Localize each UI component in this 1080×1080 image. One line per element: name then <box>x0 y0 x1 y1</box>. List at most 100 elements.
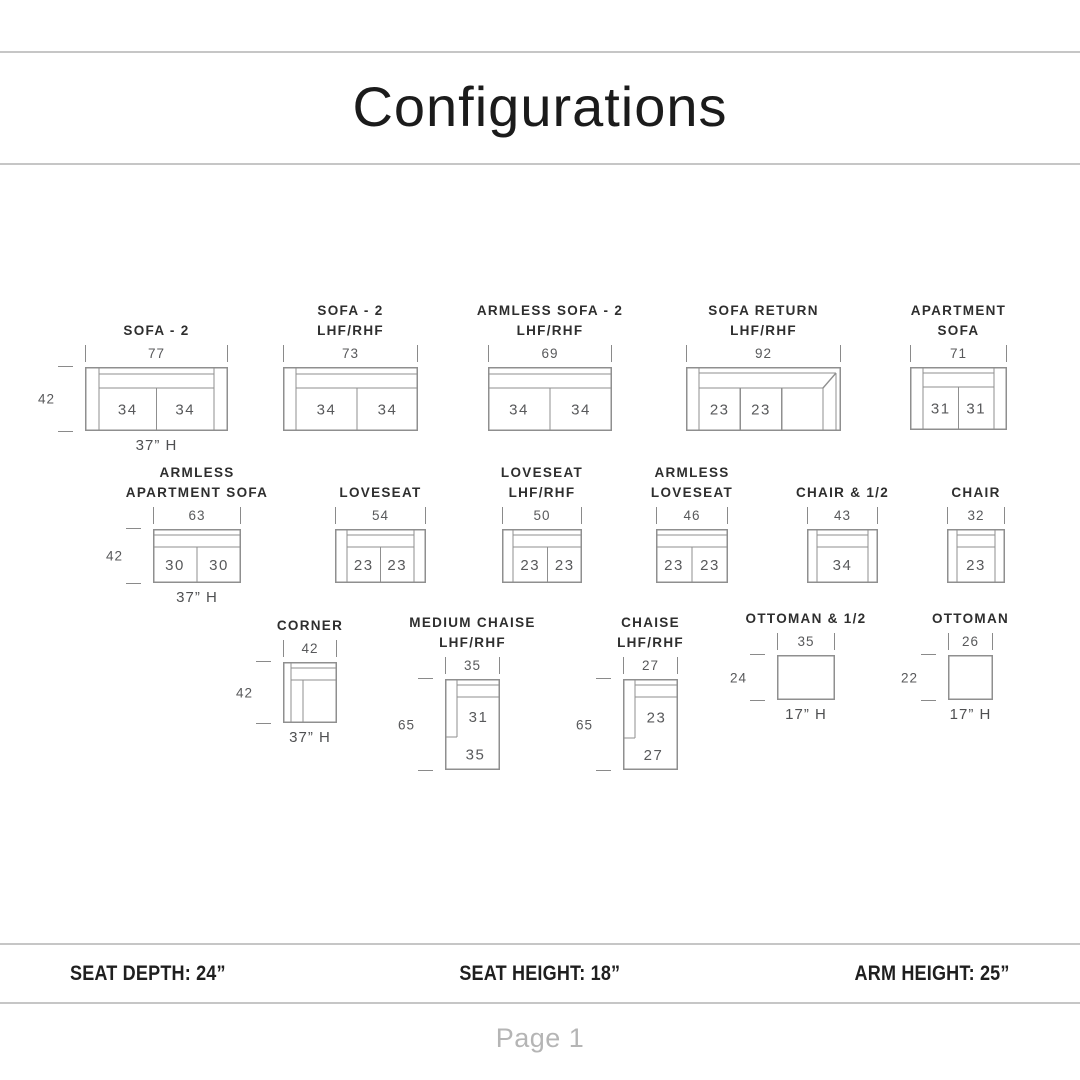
width-dimension: 73 <box>283 345 418 362</box>
item-label-line: ARMLESS <box>159 465 235 480</box>
dim-tick-left <box>948 633 949 650</box>
item-label-line: SOFA - 2 <box>317 303 384 318</box>
item-label-line: CHAIR & 1/2 <box>795 485 890 500</box>
width-value: 46 <box>683 508 701 523</box>
dim-tick-right <box>877 507 878 524</box>
seat-width-value: 23 <box>354 557 374 574</box>
dim-tick-right <box>727 507 728 524</box>
seat-width-value: 23 <box>710 402 730 419</box>
config-item-loveseat: LOVESEAT 54 23 23 <box>335 485 426 583</box>
width-value: 54 <box>371 508 390 523</box>
ottoman-diagram <box>948 655 993 700</box>
dim-tick-right <box>1004 507 1005 524</box>
width-dimension: 32 <box>947 507 1005 524</box>
width-value: 42 <box>301 641 319 656</box>
seat-width-value: 23 <box>966 557 986 574</box>
dim-tick-right <box>240 507 241 524</box>
seat-width-value: 23 <box>700 557 720 574</box>
seat-depth-spec: SEAT DEPTH: 24” <box>70 961 226 985</box>
page-number: Page 1 <box>495 1023 585 1053</box>
depth-dimension: 42 <box>36 366 78 432</box>
seat-width-value: 31 <box>966 401 986 418</box>
seat-width-value: 34 <box>571 402 591 419</box>
item-label-line: LOVESEAT <box>500 465 584 480</box>
height-note: 37” H <box>135 437 178 454</box>
item-label: SOFA - 2 <box>123 321 189 341</box>
seat-width-value: 23 <box>751 402 771 419</box>
width-value: 50 <box>533 508 551 523</box>
item-label-line: LHF/RHF <box>508 485 576 500</box>
chair-diagram: 23 <box>947 529 1005 583</box>
dim-dash-top <box>921 654 936 655</box>
dim-dash-top <box>750 654 765 655</box>
seat-width-value: 30 <box>165 557 185 574</box>
dim-dash-top <box>256 661 271 662</box>
dim-dash-bottom <box>596 770 611 771</box>
item-label-line: SOFA <box>937 323 980 338</box>
item-label-line: SOFA RETURN <box>708 303 819 318</box>
item-label: CHAIR <box>951 483 1000 503</box>
seat-width-value: 34 <box>509 402 529 419</box>
seat-width-value: 34 <box>317 402 337 419</box>
specs-rule-bottom <box>0 1002 1080 1004</box>
height-note: 17” H <box>949 706 992 723</box>
seat-width-value: 23 <box>664 557 684 574</box>
item-label-line: ARMLESS SOFA - 2 <box>476 303 624 318</box>
width-dimension: 71 <box>910 345 1007 362</box>
seat-width-value: 30 <box>209 557 229 574</box>
seat-width-value: 23 <box>387 557 407 574</box>
width-dimension: 35 <box>445 657 500 674</box>
dim-tick-left <box>445 657 446 674</box>
width-value: 92 <box>754 346 773 361</box>
dim-tick-left <box>283 640 284 657</box>
depth-dimension: 42 <box>234 661 276 724</box>
item-label: CORNER <box>277 616 343 636</box>
depth-value: 42 <box>106 548 124 564</box>
depth-dimension: 22 <box>899 654 941 701</box>
armless-loveseat-diagram: 23 23 <box>656 529 728 583</box>
dim-tick-left <box>656 507 657 524</box>
dim-tick-left <box>686 345 687 362</box>
config-item-chair: CHAIR 32 23 <box>947 485 1005 583</box>
dim-dash-top <box>126 528 141 529</box>
dim-tick-right <box>677 657 678 674</box>
item-label-line: MEDIUM CHAISE <box>409 615 536 630</box>
dim-dash-bottom <box>126 583 141 584</box>
depth-value: 24 <box>730 670 748 685</box>
dim-tick-right <box>834 633 835 650</box>
dim-tick-left <box>488 345 489 362</box>
armless-sofa-2-lhf-rhf-diagram: 34 34 <box>488 367 612 431</box>
chair-and-half-diagram: 34 <box>807 529 878 583</box>
item-label: CHAIR & 1/2 <box>796 483 889 503</box>
width-value: 73 <box>341 346 360 361</box>
width-dimension: 77 <box>85 345 228 362</box>
depth-value: 22 <box>901 670 919 685</box>
dim-tick-left <box>335 507 336 524</box>
dim-tick-left <box>910 345 911 362</box>
dim-tick-left <box>502 507 503 524</box>
item-label-line: LHF/RHF <box>516 323 584 338</box>
item-label: ARMLESS SOFA - 2 LHF/RHF <box>477 301 623 341</box>
dim-tick-right <box>417 345 418 362</box>
dim-dash-bottom <box>418 770 433 771</box>
item-label-line: OTTOMAN & 1/2 <box>745 611 867 626</box>
seat-width-value: 34 <box>118 402 138 419</box>
dim-dash-top <box>418 678 433 679</box>
depth-value: 42 <box>38 391 56 407</box>
item-label: LOVESEAT <box>339 483 421 503</box>
dim-tick-right <box>499 657 500 674</box>
